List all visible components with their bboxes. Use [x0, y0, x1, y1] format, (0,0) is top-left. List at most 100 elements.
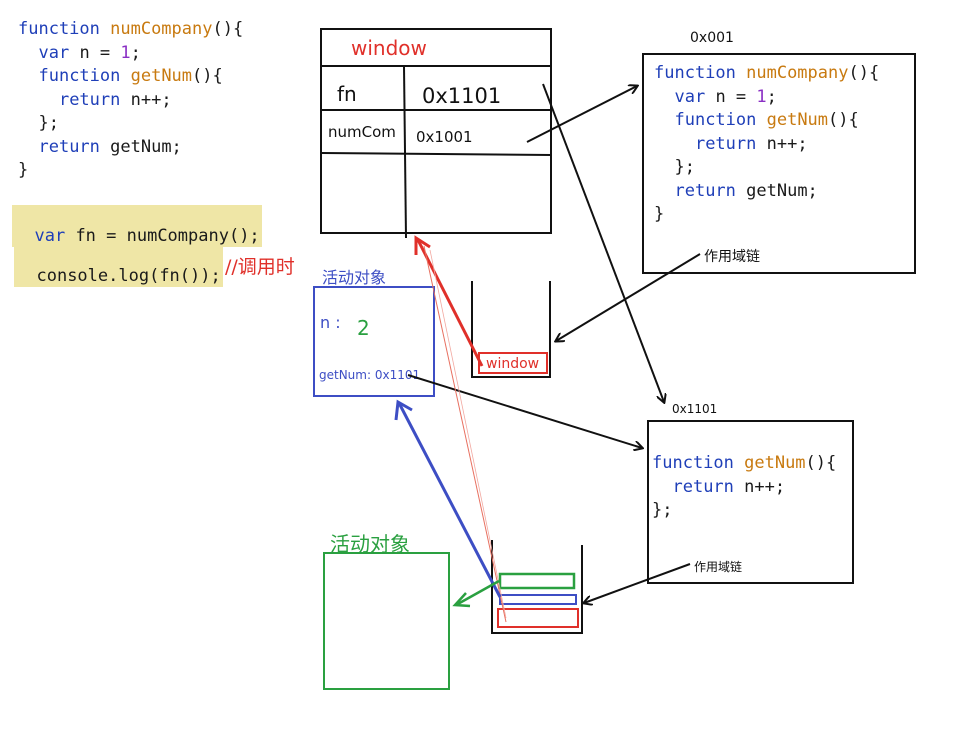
heap-getnum-code-token-rest: };	[652, 500, 673, 520]
heap-getnum-code-token-kw: function	[652, 453, 745, 473]
arrow-red-head	[414, 235, 431, 255]
source-code-line: function getNum(){	[18, 65, 243, 89]
source-code-line: };	[18, 112, 243, 136]
heap-numcompany-code-line: var n = 1;	[654, 86, 879, 110]
heap-numcompany-code-token-fn: getNum	[766, 110, 829, 130]
arrow-fn-to-getnum	[542, 83, 664, 402]
arrow-scope-chain-2	[584, 563, 691, 603]
source-code-token-kw: function	[38, 66, 131, 86]
console-log-line: console.log(fn());	[14, 245, 223, 287]
heap-getnum-code-token-fn: getNum	[744, 453, 806, 473]
source-code-token-rest: }	[18, 160, 29, 180]
heap-numcompany-code-token-rest: n++;	[766, 133, 808, 154]
call-line-keyword: var	[34, 226, 76, 246]
heap-getnum-box	[647, 420, 854, 584]
heap-getnum-code-token-rest: n++;	[744, 476, 786, 497]
source-code-token-rest: };	[38, 113, 59, 133]
heap-getnum-code-line: };	[652, 499, 836, 523]
heap-numcompany-code-line: }	[654, 203, 879, 227]
heap-numcompany-code: function numCompany(){ var n = 1; functi…	[654, 62, 879, 227]
arrow-activation-getnum-to-heap	[407, 374, 642, 448]
window-row-fn-value: 0x1101	[422, 84, 502, 108]
source-code-line: function numCompany(){	[18, 18, 243, 42]
scope-chain-label-2: 作用域链	[694, 560, 743, 574]
activation-n-value: 2	[357, 316, 370, 340]
heap-getnum-code-token-rest: (){	[805, 453, 837, 473]
source-code-token-kw: return	[38, 136, 111, 157]
heap-numcompany-code-token-kw: var	[674, 86, 716, 107]
stack-large-outline	[491, 540, 583, 634]
source-code-token-kw: var	[38, 42, 80, 63]
source-code-block: function numCompany(){ var n = 1; functi…	[18, 18, 243, 183]
arrow-red-thin-2	[429, 249, 507, 619]
source-code-token-fn: numCompany	[110, 19, 213, 39]
heap-numcompany-code-token-num: 1	[756, 86, 767, 107]
heap-numcompany-code-token-kw: return	[674, 180, 747, 201]
source-code-token-rest: n =	[79, 42, 121, 63]
window-table-divider-h3	[321, 152, 553, 156]
heap-numcompany-code-token-kw: return	[694, 133, 767, 154]
window-table-title: window	[351, 36, 427, 60]
scope-chain-label-1: 作用域链	[704, 249, 760, 265]
heap-numcompany-code-token-kw: function	[654, 63, 747, 83]
window-row-numcom-value: 0x1001	[416, 128, 473, 146]
heap-numcompany-code-token-rest: getNum;	[746, 180, 818, 201]
window-table	[320, 28, 552, 234]
heap-getnum-code-line: function getNum(){	[652, 452, 836, 476]
source-code-token-rest: n++;	[130, 89, 172, 110]
source-code-line: return getNum;	[18, 136, 243, 160]
heap-numcompany-box	[642, 53, 916, 274]
activation-n-label: n :	[320, 313, 341, 332]
heap-getnum-code-token-kw: return	[672, 476, 745, 497]
heap-getnum-code-line: return n++;	[652, 476, 836, 500]
heap-numcompany-code-line: };	[654, 156, 879, 180]
console-log-object: console	[36, 266, 109, 286]
heap-numcompany-code-line: function getNum(){	[654, 109, 879, 133]
stack-window-frame	[478, 352, 548, 374]
heap-numcompany-code-line: return n++;	[654, 133, 879, 157]
stack-window-frame-label: window	[486, 356, 540, 372]
arrow-blue-frame-to-activation	[397, 402, 502, 598]
heap-numcompany-code-token-rest: n =	[715, 86, 757, 107]
stack-red-frame	[497, 608, 579, 628]
arrow-blue-head	[394, 399, 413, 421]
console-log-rest: .log(fn());	[108, 266, 221, 286]
stack-small-outline	[471, 281, 551, 378]
heap-numcompany-code-line: return getNum;	[654, 180, 879, 204]
heap-numcompany-code-line: function numCompany(){	[654, 62, 879, 86]
source-code-token-num: 1	[120, 42, 131, 63]
call-comment: //调用时	[225, 256, 295, 278]
heap-numcompany-code-token-fn: numCompany	[746, 63, 849, 83]
source-code-token-rest2: ;	[130, 42, 141, 63]
arrow-numcom-to-heap	[526, 86, 637, 143]
activation-object-green	[323, 552, 450, 690]
call-line: var fn = numCompany();	[12, 205, 262, 247]
window-table-divider-v	[403, 65, 407, 239]
activation-object-blue-title: 活动对象	[322, 268, 387, 287]
call-line-rest: fn = numCompany();	[75, 226, 260, 246]
arrow-red-thin	[423, 245, 507, 623]
heap-getnum-address: 0x1101	[672, 402, 718, 416]
source-code-token-kw: function	[18, 19, 111, 39]
window-row-numcom-key: numCom	[328, 123, 396, 141]
heap-numcompany-code-token-rest: }	[654, 204, 665, 224]
stack-green-frame	[498, 572, 576, 590]
heap-numcompany-code-token-rest: (){	[828, 110, 859, 130]
activation-getnum-entry: getNum: 0x1101	[319, 368, 421, 382]
source-code-token-rest: (){	[192, 66, 223, 86]
arrow-scope-chain-1	[556, 253, 701, 341]
source-code-line: var n = 1;	[18, 42, 243, 66]
source-code-token-kw: return	[58, 89, 131, 110]
stack-blue-frame	[499, 594, 577, 605]
activation-object-blue	[313, 286, 435, 397]
heap-numcompany-code-token-rest: (){	[848, 63, 880, 83]
arrow-green-frame-to-activation	[455, 579, 500, 607]
window-row-fn-key: fn	[337, 82, 357, 106]
source-code-line: return n++;	[18, 89, 243, 113]
arrow-green-head	[452, 592, 471, 608]
heap-getnum-code: function getNum(){ return n++;};	[652, 452, 836, 523]
heap-numcompany-code-token-kw: function	[674, 110, 767, 130]
source-code-token-rest: getNum;	[110, 136, 182, 157]
source-code-token-rest: (){	[212, 19, 244, 39]
